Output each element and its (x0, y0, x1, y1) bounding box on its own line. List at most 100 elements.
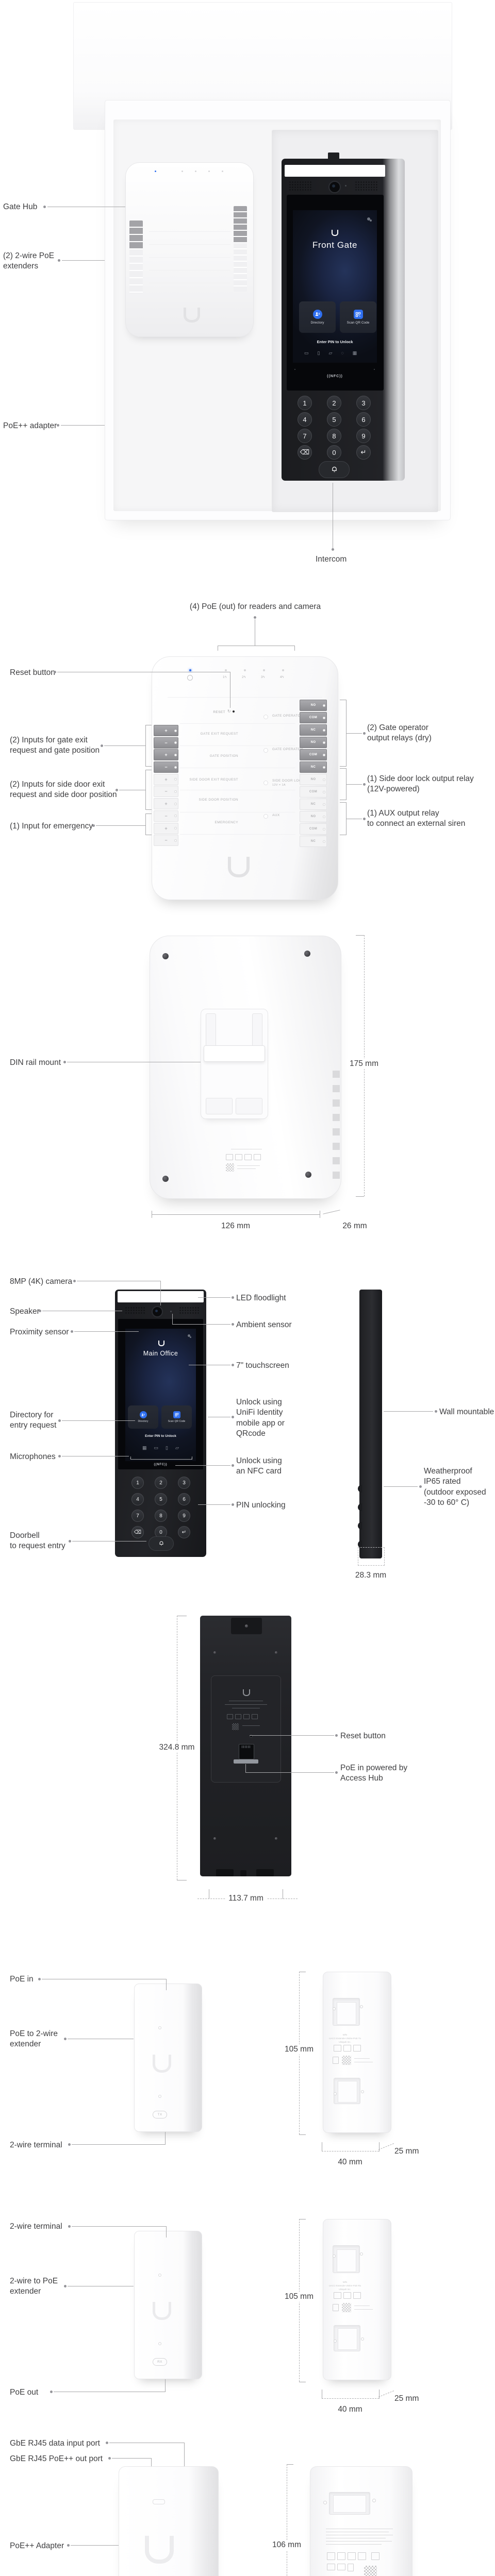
item[interactable]: + (154, 798, 178, 810)
item[interactable]: 6 (356, 412, 371, 427)
callout-dot (63, 1061, 66, 1063)
item[interactable]: 3 (178, 1477, 190, 1489)
item[interactable]: 9 (356, 429, 371, 443)
item[interactable]: 0 (327, 445, 341, 460)
callout-line (71, 2545, 119, 2546)
item[interactable]: + (154, 725, 178, 736)
rj45-port[interactable] (239, 1744, 254, 1759)
item[interactable]: 6 (178, 1493, 190, 1505)
item[interactable]: 4 (131, 1493, 144, 1505)
label-line (354, 2309, 373, 2310)
item[interactable]: 5 (327, 412, 341, 427)
relay-led (263, 748, 268, 753)
callout-line (346, 733, 362, 734)
reset-label: RESET (213, 710, 225, 714)
item[interactable]: 1 (131, 1477, 144, 1489)
qr-icon (353, 310, 363, 319)
callout-dot (232, 1464, 234, 1467)
callout-dot (58, 1419, 61, 1422)
item[interactable]: COM (300, 712, 327, 723)
scan-qr-button[interactable]: Scan QR Code (161, 1405, 192, 1429)
back-panel (211, 1675, 281, 1783)
dim-line (378, 2391, 394, 2397)
directory-button[interactable]: Directory (128, 1405, 158, 1429)
item[interactable]: + (154, 749, 178, 761)
item[interactable]: NC (300, 836, 327, 847)
side-bump (358, 1503, 362, 1511)
item: ▭ (304, 350, 309, 355)
ce-mark (327, 2564, 335, 2570)
doorbell-button[interactable] (319, 461, 350, 478)
mount-slot-inner (338, 2328, 357, 2350)
item[interactable]: 7 (298, 429, 312, 443)
dim-tick (356, 935, 364, 936)
item[interactable]: ↵ (178, 1526, 190, 1538)
callout-input-emergency: (1) Input for emergency (10, 822, 93, 831)
item[interactable]: − (154, 810, 178, 822)
scan-qr-button[interactable]: Scan QR Code (340, 301, 376, 333)
item[interactable]: − (154, 737, 178, 749)
input-terminal-strip[interactable]: +−+−+−+−+− (154, 725, 178, 847)
row-rating: 12V = 1A (272, 784, 286, 787)
item[interactable]: 1 (298, 396, 312, 410)
item[interactable]: + (154, 822, 178, 834)
bracket-tick (340, 766, 346, 767)
callout-line (172, 1314, 173, 1324)
item[interactable]: ↵ (356, 445, 371, 460)
item[interactable]: NC (300, 799, 327, 810)
touchscreen[interactable] (125, 1329, 196, 1461)
foot-tab (256, 1869, 274, 1876)
item[interactable]: 2 (327, 396, 341, 410)
item[interactable]: NO (300, 700, 327, 711)
callout-speaker: Speaker (10, 1307, 40, 1316)
item[interactable]: 8 (155, 1510, 167, 1522)
item[interactable]: NO (300, 811, 327, 822)
weee-mark (333, 2057, 339, 2064)
item[interactable]: ⌫ (298, 445, 312, 460)
directory-button[interactable]: Directory (299, 301, 336, 333)
cert-mark (348, 2552, 356, 2560)
qr-icon (173, 1411, 180, 1418)
screw (305, 1172, 311, 1178)
item[interactable]: NO (300, 774, 327, 785)
item[interactable]: − (154, 835, 178, 846)
item[interactable]: + (154, 773, 178, 785)
reset-hole[interactable] (250, 1735, 253, 1738)
item[interactable]: NO (300, 737, 327, 748)
item[interactable]: COM (300, 823, 327, 835)
item[interactable]: COM (300, 786, 327, 798)
item[interactable]: NC (300, 724, 327, 736)
din-rail-mount (201, 1009, 268, 1119)
item[interactable]: 9 (178, 1510, 190, 1522)
item[interactable]: 5 (155, 1493, 167, 1505)
foot-tab (216, 1869, 234, 1876)
item[interactable]: 7 (131, 1510, 144, 1522)
reset-hole[interactable] (233, 710, 235, 713)
item[interactable]: COM (300, 749, 327, 760)
enter-pin-text[interactable]: Enter PIN to Unlock (145, 1434, 176, 1438)
callout-dot (57, 424, 59, 427)
callout-weatherproof: Weatherproof IP65 rated (outdoor exposed… (424, 1467, 486, 1507)
item[interactable]: ⌫ (131, 1526, 144, 1538)
row-label: AUX (272, 814, 280, 817)
item[interactable]: 4 (298, 412, 312, 427)
panel-line (149, 231, 230, 232)
item[interactable]: NC (300, 761, 327, 773)
callout-terminal: 2-wire terminal (10, 2141, 62, 2149)
din-foot (236, 1098, 262, 1114)
item[interactable]: 3 (356, 396, 371, 410)
screw (162, 1176, 169, 1182)
gate-hub-packaged (125, 162, 254, 337)
item[interactable]: 8 (327, 429, 341, 443)
item[interactable]: − (154, 761, 178, 773)
item[interactable]: − (154, 786, 178, 798)
callout-line (61, 425, 105, 426)
enter-pin-text[interactable]: Enter PIN to Unlock (317, 340, 353, 344)
doorbell-button[interactable] (148, 1536, 174, 1551)
bracket (145, 814, 146, 835)
callout-floodlight: LED floodlight (236, 1294, 286, 1302)
item[interactable]: 2 (155, 1477, 167, 1489)
